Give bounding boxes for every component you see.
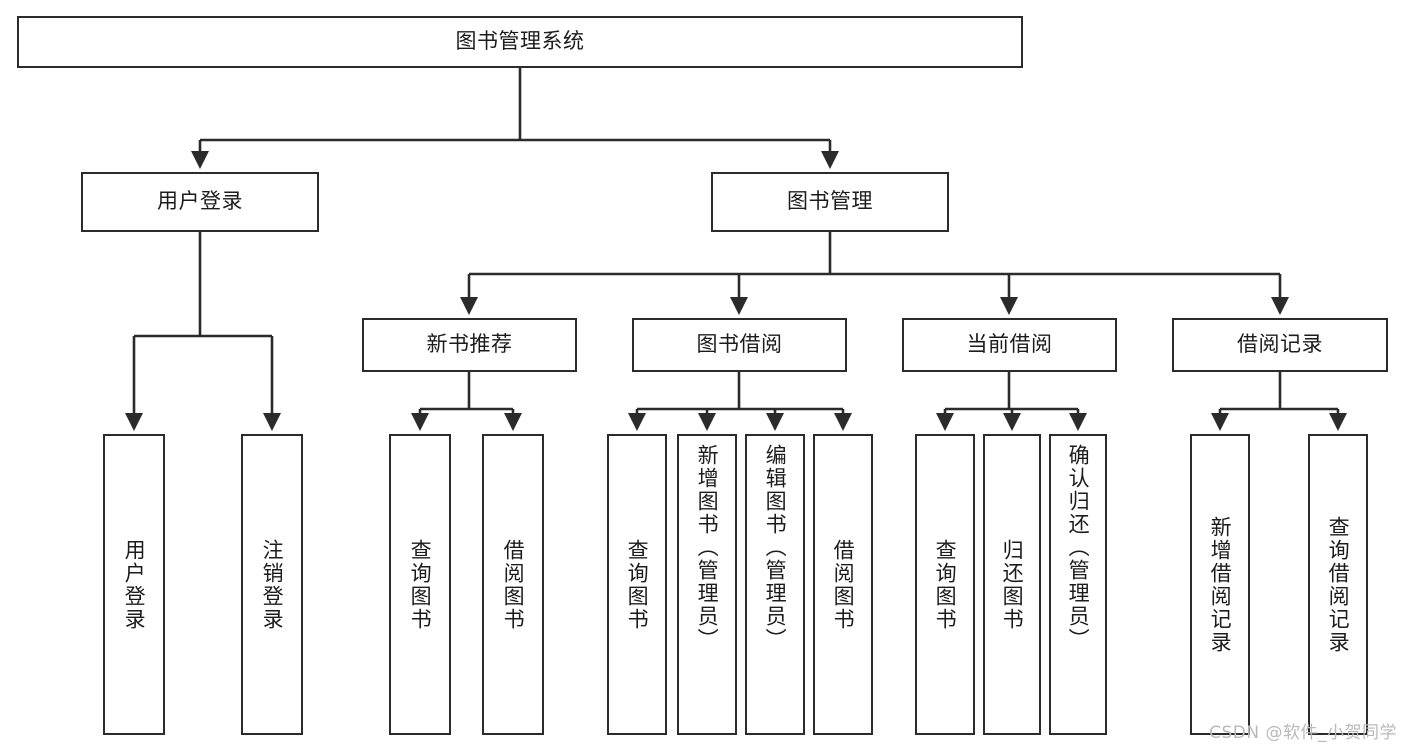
node-root[interactable]: 图书管理系统 [17,16,1023,68]
leaf-query-borrow-record[interactable]: 查询借阅记录 [1308,434,1368,735]
leaf-add-book-admin-label: 新增图书（管理员） [695,444,720,651]
leaf-borrow-query-book-label: 查询图书 [625,538,650,631]
leaf-confirm-return-admin-label: 确认归还（管理员） [1066,444,1091,651]
node-root-label: 图书管理系统 [455,29,585,54]
node-borrow-record[interactable]: 借阅记录 [1172,318,1388,372]
node-book-borrow-label: 图书借阅 [696,332,783,357]
leaf-add-book-admin[interactable]: 新增图书（管理员） [677,434,737,735]
leaf-query-borrow-record-label: 查询借阅记录 [1326,515,1351,654]
leaf-user-login-label: 用户登录 [122,538,147,631]
leaf-borrow-book[interactable]: 借阅图书 [813,434,873,735]
leaf-recommend-borrow-book-label: 借阅图书 [501,538,526,631]
leaf-borrow-query-book[interactable]: 查询图书 [607,434,667,735]
leaf-add-borrow-record-label: 新增借阅记录 [1208,515,1233,654]
leaf-user-logout-label: 注销登录 [260,538,285,631]
leaf-edit-book-admin-label: 编辑图书（管理员） [763,444,788,651]
leaf-recommend-borrow-book[interactable]: 借阅图书 [482,434,544,735]
leaf-recommend-query-book-label: 查询图书 [408,538,433,631]
leaf-recommend-query-book[interactable]: 查询图书 [389,434,451,735]
leaf-return-book[interactable]: 归还图书 [983,434,1041,735]
leaf-current-query-book[interactable]: 查询图书 [915,434,975,735]
leaf-borrow-book-label: 借阅图书 [831,538,856,631]
leaf-confirm-return-admin[interactable]: 确认归还（管理员） [1049,434,1107,735]
leaf-user-logout[interactable]: 注销登录 [241,434,303,735]
leaf-add-borrow-record[interactable]: 新增借阅记录 [1190,434,1250,735]
node-borrow-record-label: 借阅记录 [1237,332,1323,357]
leaf-current-query-book-label: 查询图书 [933,538,958,631]
node-new-book-recommend-label: 新书推荐 [426,332,513,357]
node-book-borrow[interactable]: 图书借阅 [632,318,847,372]
node-book-management-label: 图书管理 [787,189,873,214]
node-current-borrow[interactable]: 当前借阅 [902,318,1117,372]
node-user-login-label: 用户登录 [157,189,243,214]
node-book-management[interactable]: 图书管理 [711,172,949,232]
leaf-return-book-label: 归还图书 [1000,538,1025,631]
leaf-edit-book-admin[interactable]: 编辑图书（管理员） [745,434,805,735]
node-user-login[interactable]: 用户登录 [81,172,319,232]
leaf-user-login[interactable]: 用户登录 [103,434,165,735]
watermark: CSDN @软件_小贺同学 [1209,723,1397,743]
node-new-book-recommend[interactable]: 新书推荐 [362,318,577,372]
node-current-borrow-label: 当前借阅 [966,332,1053,357]
